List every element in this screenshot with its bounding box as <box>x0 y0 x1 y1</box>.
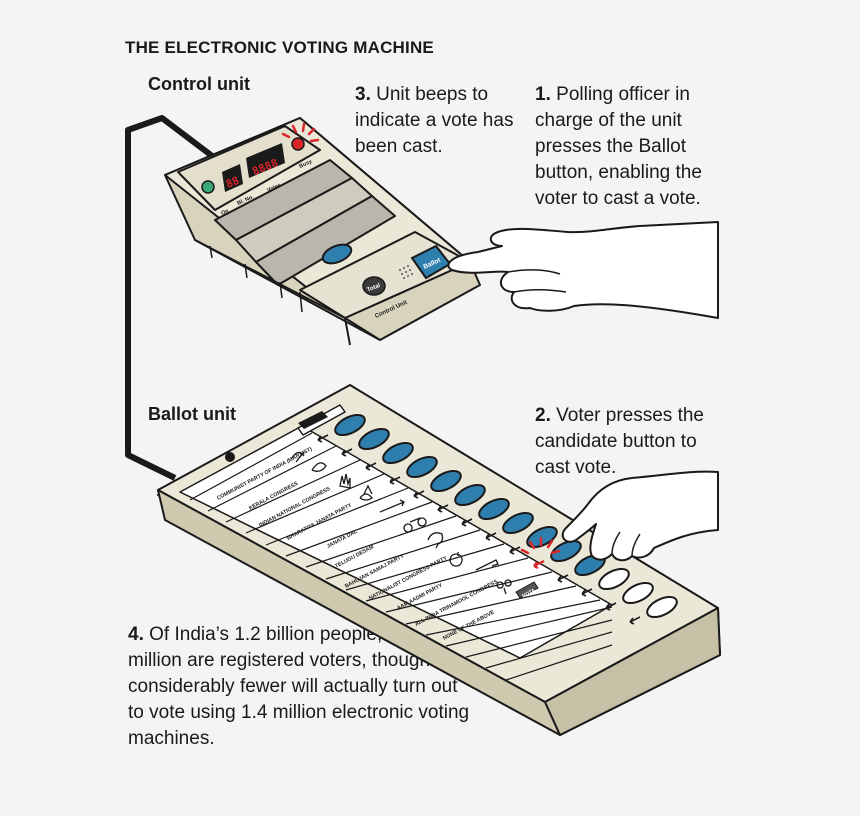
vote-button-14-empty[interactable] <box>629 593 680 625</box>
party-symbols <box>291 451 512 595</box>
busy-led <box>281 122 320 151</box>
total-button-label: Total <box>366 283 381 294</box>
step-4-callout: 4. Of India’s 1.2 billion people, 814 mi… <box>128 622 473 752</box>
step-4-text: Of India’s 1.2 billion people, 814 milli… <box>128 624 470 749</box>
close-button <box>321 243 353 265</box>
vote-button-9[interactable] <box>509 523 560 555</box>
step-2-callout: 2. Voter presses the candidate button to… <box>535 403 735 481</box>
vote-button-10-pressed[interactable] <box>533 537 584 569</box>
vote-button-13-empty[interactable] <box>605 579 656 611</box>
vote-button-8[interactable] <box>485 509 536 541</box>
display-small-digits: 88 <box>224 174 241 191</box>
total-button[interactable]: Total <box>362 276 386 296</box>
vote-button-12-empty[interactable] <box>581 565 632 597</box>
vote-button-2[interactable] <box>341 425 392 457</box>
vote-button-4[interactable] <box>389 453 440 485</box>
vote-button-3[interactable] <box>365 439 416 471</box>
step-3-callout: 3. Unit beeps to indicate a vote has bee… <box>355 82 515 160</box>
leaf-symbol <box>311 462 327 472</box>
vote-button-5[interactable] <box>413 467 464 499</box>
step-2-number: 2. <box>535 405 551 426</box>
control-unit-label: Control unit <box>148 74 250 94</box>
bicycle-symbol <box>403 517 427 533</box>
step-2-text: Voter presses the candidate button to ca… <box>535 405 705 478</box>
officer-hand <box>447 221 719 319</box>
vote-button-6[interactable] <box>437 481 488 513</box>
step-3-number: 3. <box>355 84 371 105</box>
power-led <box>201 180 215 194</box>
step-1-callout: 1. Polling officer in charge of the unit… <box>535 82 735 212</box>
nota-badge-label: NOTA <box>521 588 536 600</box>
arrow-symbol <box>379 499 405 513</box>
hammer-sickle-symbol <box>291 451 305 463</box>
elephant-symbol <box>427 532 444 549</box>
ballot-unit-label: Ballot unit <box>148 404 236 424</box>
lotus-symbol <box>359 484 373 501</box>
step-1-text: Polling officer in charge of the unit pr… <box>535 84 702 209</box>
nota-badge: NOTA <box>515 581 539 600</box>
press-flash <box>520 536 561 555</box>
diagram-title: THE ELECTRONIC VOTING MACHINE <box>125 38 434 57</box>
step-4-number: 4. <box>128 624 144 645</box>
step-3-text: Unit beeps to indicate a vote has been c… <box>355 84 514 157</box>
connecting-cable <box>125 115 230 481</box>
broom-symbol <box>475 559 499 571</box>
speaker-grille <box>399 265 413 279</box>
panel-label-votes: Votes <box>266 182 282 193</box>
ballot-row-lines <box>189 432 613 681</box>
display-small: 88 <box>222 164 243 192</box>
hand-symbol <box>339 473 351 489</box>
voter-hand <box>561 470 719 562</box>
flowers-symbol <box>496 579 512 595</box>
vote-button-1[interactable] <box>317 411 368 443</box>
clock-symbol <box>449 552 463 567</box>
vote-button-7[interactable] <box>461 495 512 527</box>
panel-label-busy: Busy <box>298 158 314 169</box>
panel-label-on: On <box>220 208 230 217</box>
step-1-number: 1. <box>535 84 551 105</box>
control-unit <box>164 117 481 346</box>
